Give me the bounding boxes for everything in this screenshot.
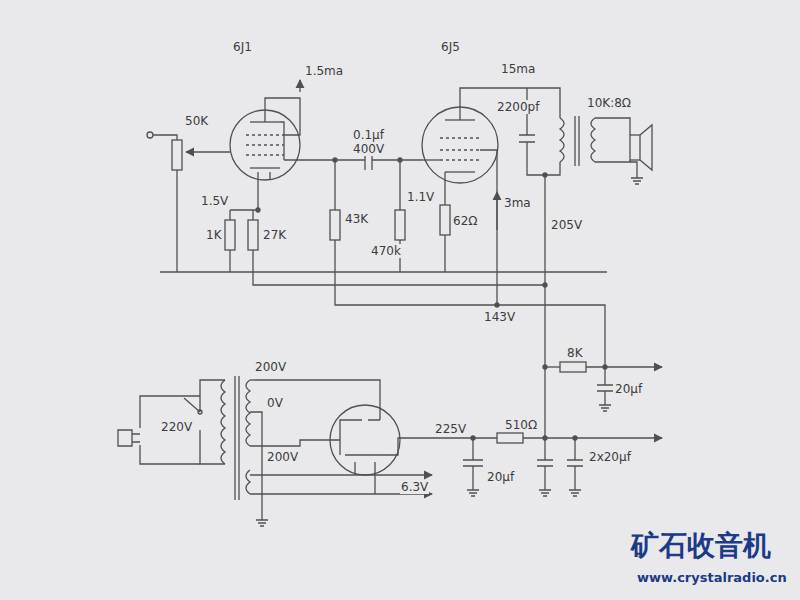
capacitor-value: 20μf bbox=[614, 382, 643, 396]
current-label: 3ma bbox=[503, 196, 532, 210]
voltage-rating: 400V bbox=[352, 142, 385, 156]
voltage-label: 220V bbox=[160, 420, 193, 434]
capacitor-value: 2x20μf bbox=[588, 450, 632, 464]
voltage-label: 200V bbox=[266, 450, 299, 464]
tube-label: 6J1 bbox=[232, 40, 253, 54]
current-label: 15ma bbox=[500, 62, 536, 76]
resistor-value: 62Ω bbox=[452, 214, 478, 228]
tube-label: 6J5 bbox=[440, 40, 461, 54]
resistor-value: 27K bbox=[262, 228, 287, 242]
watermark-url: www.crystalradio.cn bbox=[636, 570, 788, 585]
resistor-value: 1K bbox=[205, 228, 223, 242]
voltage-label: 225V bbox=[434, 422, 467, 436]
voltage-label: 0V bbox=[266, 396, 284, 410]
resistor-value: 43K bbox=[344, 212, 369, 226]
current-label: 1.5ma bbox=[304, 64, 344, 78]
voltage-label: 143V bbox=[483, 310, 516, 324]
resistor-value: 50K bbox=[184, 114, 209, 128]
capacitor-value: 0.1μf bbox=[352, 128, 385, 142]
transformer-ratio: 10K:8Ω bbox=[586, 96, 632, 110]
voltage-label: 200V bbox=[254, 360, 287, 374]
voltage-label: 1.5V bbox=[200, 194, 229, 208]
resistor-value: 470k bbox=[370, 244, 402, 258]
voltage-label: 6.3V bbox=[400, 480, 429, 494]
resistor-value: 8K bbox=[566, 346, 584, 360]
voltage-label: 205V bbox=[550, 218, 583, 232]
capacitor-value: 2200pf bbox=[496, 100, 540, 114]
watermark: 矿石收音机 bbox=[630, 530, 772, 562]
capacitor-value: 20μf bbox=[486, 470, 515, 484]
resistor-value: 510Ω bbox=[504, 418, 538, 432]
voltage-label: 1.1V bbox=[406, 190, 435, 204]
